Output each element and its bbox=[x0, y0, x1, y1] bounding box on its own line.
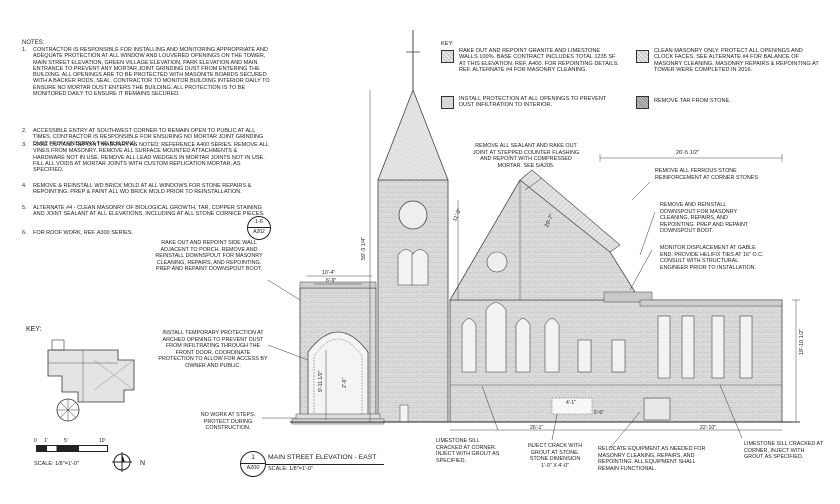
callout-side-wall: RAKE OUT AND REPOINT SIDE WALL ADJACENT … bbox=[155, 240, 263, 272]
dim-small-sill: 4'-1" bbox=[566, 400, 576, 406]
dim-door-small: 2'-6" bbox=[342, 377, 348, 388]
callout-relocate: RELOCATE EQUIPMENT AS NEEDED FOR MASONRY… bbox=[598, 446, 706, 472]
callout-arched-opening: INSTALL TEMPORARY PROTECTION AT ARCHED O… bbox=[158, 330, 268, 369]
scale-label-0: 0 bbox=[34, 438, 37, 444]
note-text: REMOVE & REINSTALL WD BRICK MOLD AT ALL … bbox=[33, 183, 252, 196]
legend-item-protection: INSTALL PROTECTION AT ALL OPENINGS TO PR… bbox=[459, 96, 607, 109]
note-text: RAKE OUT AND REPOINT MASONRY AS NOTED; R… bbox=[33, 142, 269, 174]
callout-inject-crack: INJECT CRACK WITH GROUT AT STONE. STONE … bbox=[527, 443, 583, 469]
elevation-scale: SCALE: 1/8"=1'-0" bbox=[268, 466, 313, 472]
legend-swatch-clean bbox=[636, 50, 649, 63]
title-marker: 1 A200 bbox=[240, 451, 266, 477]
legend-title: KEY: bbox=[441, 41, 454, 47]
callout-gable-monitor: MONITOR DISPLACEMENT AT GABLE END. PROVI… bbox=[660, 245, 764, 271]
callout-ferrous: REMOVE ALL FERROUS STONE REINFORCEMENT A… bbox=[655, 168, 758, 181]
dim-bottom-left: 26'-1" bbox=[530, 425, 544, 431]
note-number: 4. bbox=[22, 183, 27, 189]
legend-item-clean: CLEAN MASONRY ONLY. PROTECT ALL OPENINGS… bbox=[654, 48, 819, 74]
north-label: N bbox=[140, 460, 146, 467]
notes-title: NOTES: bbox=[22, 40, 45, 46]
callout-sill-right: LIMESTONE SILL CRACKED AT CORNER, INJECT… bbox=[744, 441, 823, 460]
dim-tower: 59'-3 1/4" bbox=[361, 236, 367, 260]
note-text: CONTRACTOR IS RESPONSIBLE FOR INSTALLING… bbox=[33, 47, 270, 98]
legend-swatch-repoint bbox=[441, 50, 454, 63]
title-underline bbox=[266, 464, 384, 465]
dim-bay-left: 10'-4" bbox=[322, 270, 336, 276]
note-item: 1. CONTRACTOR IS RESPONSIBLE FOR INSTALLI… bbox=[22, 47, 270, 97]
note-item: 4. REMOVE & REINSTALL WD BRICK MOLD AT AL… bbox=[22, 183, 270, 196]
legend-swatch-protection bbox=[441, 96, 454, 109]
scale-label-1: 1' bbox=[44, 438, 48, 444]
note-item: 2. ACCESSIBLE ENTRY AT SOUTHWEST CORNER T… bbox=[22, 128, 270, 147]
elevation-title: MAIN STREET ELEVATION - EAST bbox=[268, 454, 377, 461]
dim-bottom-right: 22'-10" bbox=[700, 425, 717, 431]
scale-bar bbox=[36, 445, 108, 452]
dim-height-right: 18'-10 1/2" bbox=[799, 328, 805, 355]
callout-downspout: REMOVE AND REINSTALL DOWNSPOUT FOR MASON… bbox=[660, 202, 749, 234]
dim-door-height: 9'-11 1/2" bbox=[318, 370, 324, 392]
callout-steps: NO WORK AT STEPS. PROTECT DURING CONSTRU… bbox=[200, 412, 256, 431]
note-text: FOR ROOF WORK, REF. A300 SERIES. bbox=[33, 230, 133, 236]
legend-swatch-tar bbox=[636, 96, 649, 109]
note-number: 2. bbox=[22, 128, 27, 134]
note-item: 6. FOR ROOF WORK, REF. A300 SERIES. bbox=[22, 230, 270, 236]
section-marker: 1-6 A202 bbox=[247, 216, 271, 240]
note-number: 1. bbox=[22, 47, 27, 53]
note-text: ALTERNATE #4 - CLEAN MASONRY OF BIOLOGIC… bbox=[33, 205, 265, 218]
north-arrow-icon bbox=[112, 452, 132, 472]
title-marker-sheet: A200 bbox=[246, 465, 260, 471]
dim-top-width: 26'-5 1/2" bbox=[676, 150, 700, 156]
callout-sill-left: LIMESTONE SILL CRACKED AT CORNER. INJECT… bbox=[436, 438, 500, 464]
note-number: 6. bbox=[22, 230, 27, 236]
scale-label-10: 10' bbox=[99, 438, 106, 444]
legend-item-tar: REMOVE TAR FROM STONE. bbox=[654, 98, 731, 104]
scale-label-5: 5' bbox=[64, 438, 68, 444]
key-plan-drawing bbox=[47, 339, 135, 422]
note-item: 3. RAKE OUT AND REPOINT MASONRY AS NOTED;… bbox=[22, 142, 270, 173]
key-plan-title: KEY: bbox=[26, 326, 42, 333]
dim-small-height: 5'-6" bbox=[594, 410, 604, 416]
note-item: 5. ALTERNATE #4 - CLEAN MASONRY OF BIOLOG… bbox=[22, 205, 270, 218]
legend-item-repoint: RAKE OUT AND REPOINT GRANITE AND LIMESTO… bbox=[459, 48, 619, 74]
dim-bay-inner: 6'-9" bbox=[326, 278, 337, 284]
scale-text: SCALE: 1/8"=1'-0" bbox=[34, 461, 79, 467]
note-number: 3. bbox=[22, 142, 27, 148]
section-marker-sheet: A202 bbox=[253, 229, 265, 235]
note-text: ACCESSIBLE ENTRY AT SOUTHWEST CORNER TO … bbox=[33, 128, 264, 147]
title-marker-num: 1 bbox=[251, 454, 255, 461]
callout-counter-flashing: REMOVE ALL SEALANT AND RAKE OUT JOINT AT… bbox=[472, 143, 580, 169]
note-number: 5. bbox=[22, 205, 27, 211]
section-marker-num: 1-6 bbox=[255, 219, 263, 225]
